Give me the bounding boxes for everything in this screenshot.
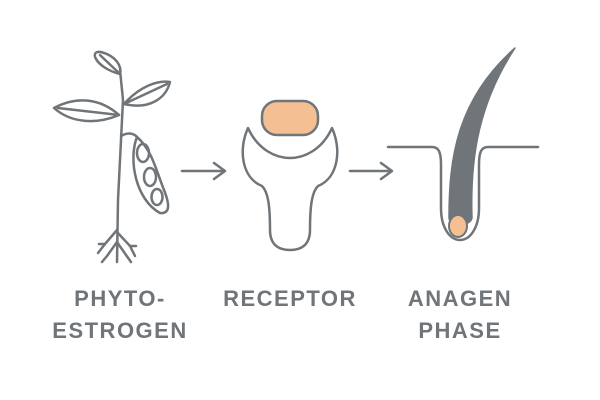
- receptor-icon: [241, 99, 339, 252]
- soybean-plant-icon: [52, 50, 172, 264]
- label-anagen-phase: ANAGEN PHASE: [380, 283, 540, 347]
- label-receptor: RECEPTOR: [205, 283, 375, 315]
- label-phytoestrogen: PHYTO- ESTROGEN: [40, 283, 200, 347]
- ligand-molecule: [260, 99, 320, 137]
- label-line: ESTROGEN: [52, 318, 188, 343]
- dermal-papilla: [448, 214, 468, 238]
- label-line: PHYTO-: [74, 286, 166, 311]
- label-line: PHASE: [418, 318, 502, 343]
- arrow-right-icon: [348, 161, 394, 181]
- hair-follicle-icon: [386, 47, 540, 242]
- arrow-right-icon: [180, 161, 227, 181]
- label-line: RECEPTOR: [223, 286, 357, 311]
- hair-shaft: [448, 47, 516, 226]
- label-line: ANAGEN: [407, 286, 513, 311]
